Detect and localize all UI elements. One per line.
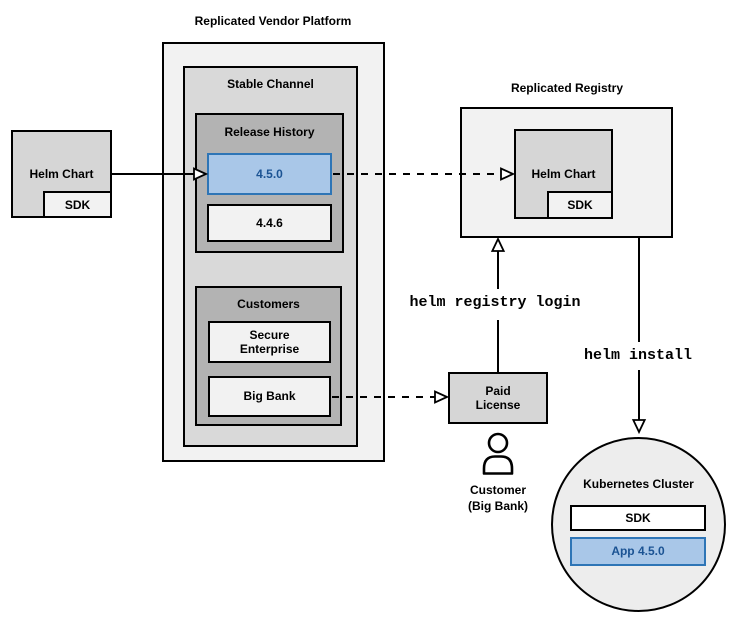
source-sdk-box: SDK <box>43 191 112 218</box>
customer-person-icon <box>482 432 514 475</box>
customer-big-bank-box: Big Bank <box>208 376 331 417</box>
customer-actor-label: Customer (Big Bank) <box>428 483 568 514</box>
vendor-platform-title: Replicated Vendor Platform <box>194 14 352 28</box>
paid-license-box: Paid License <box>448 372 548 424</box>
helm-registry-login-command: helm registry login <box>409 294 581 311</box>
release-history-label: Release History <box>224 125 315 139</box>
customer-secure-enterprise-label: Secure Enterprise <box>239 327 300 356</box>
paid-license-label: Paid License <box>475 383 521 412</box>
cluster-sdk-box: SDK <box>570 505 706 531</box>
registry-sdk-box: SDK <box>547 191 613 219</box>
stable-channel-label: Stable Channel <box>227 77 314 91</box>
registry-helm-chart-label: Helm Chart <box>531 166 596 181</box>
source-helm-chart-box: Helm Chart SDK <box>11 130 112 218</box>
arrow-registry-to-cluster <box>631 238 647 435</box>
source-helm-chart-label: Helm Chart <box>29 166 94 181</box>
kubernetes-cluster-label: Kubernetes Cluster <box>583 477 694 491</box>
kubernetes-cluster-circle: Kubernetes Cluster SDK App 4.5.0 <box>551 437 726 612</box>
release-450-box: 4.5.0 <box>207 153 332 195</box>
customers-label: Customers <box>237 297 300 311</box>
customer-actor-detail: (Big Bank) <box>468 498 528 513</box>
customer-actor-name: Customer <box>469 483 526 497</box>
registry-title: Replicated Registry <box>510 81 624 95</box>
cluster-app-box: App 4.5.0 <box>570 537 706 566</box>
release-446-box: 4.4.6 <box>207 204 332 242</box>
registry-helm-chart-box: Helm Chart SDK <box>514 129 613 219</box>
customer-secure-enterprise-box: Secure Enterprise <box>208 321 331 363</box>
helm-install-command: helm install <box>583 347 693 364</box>
